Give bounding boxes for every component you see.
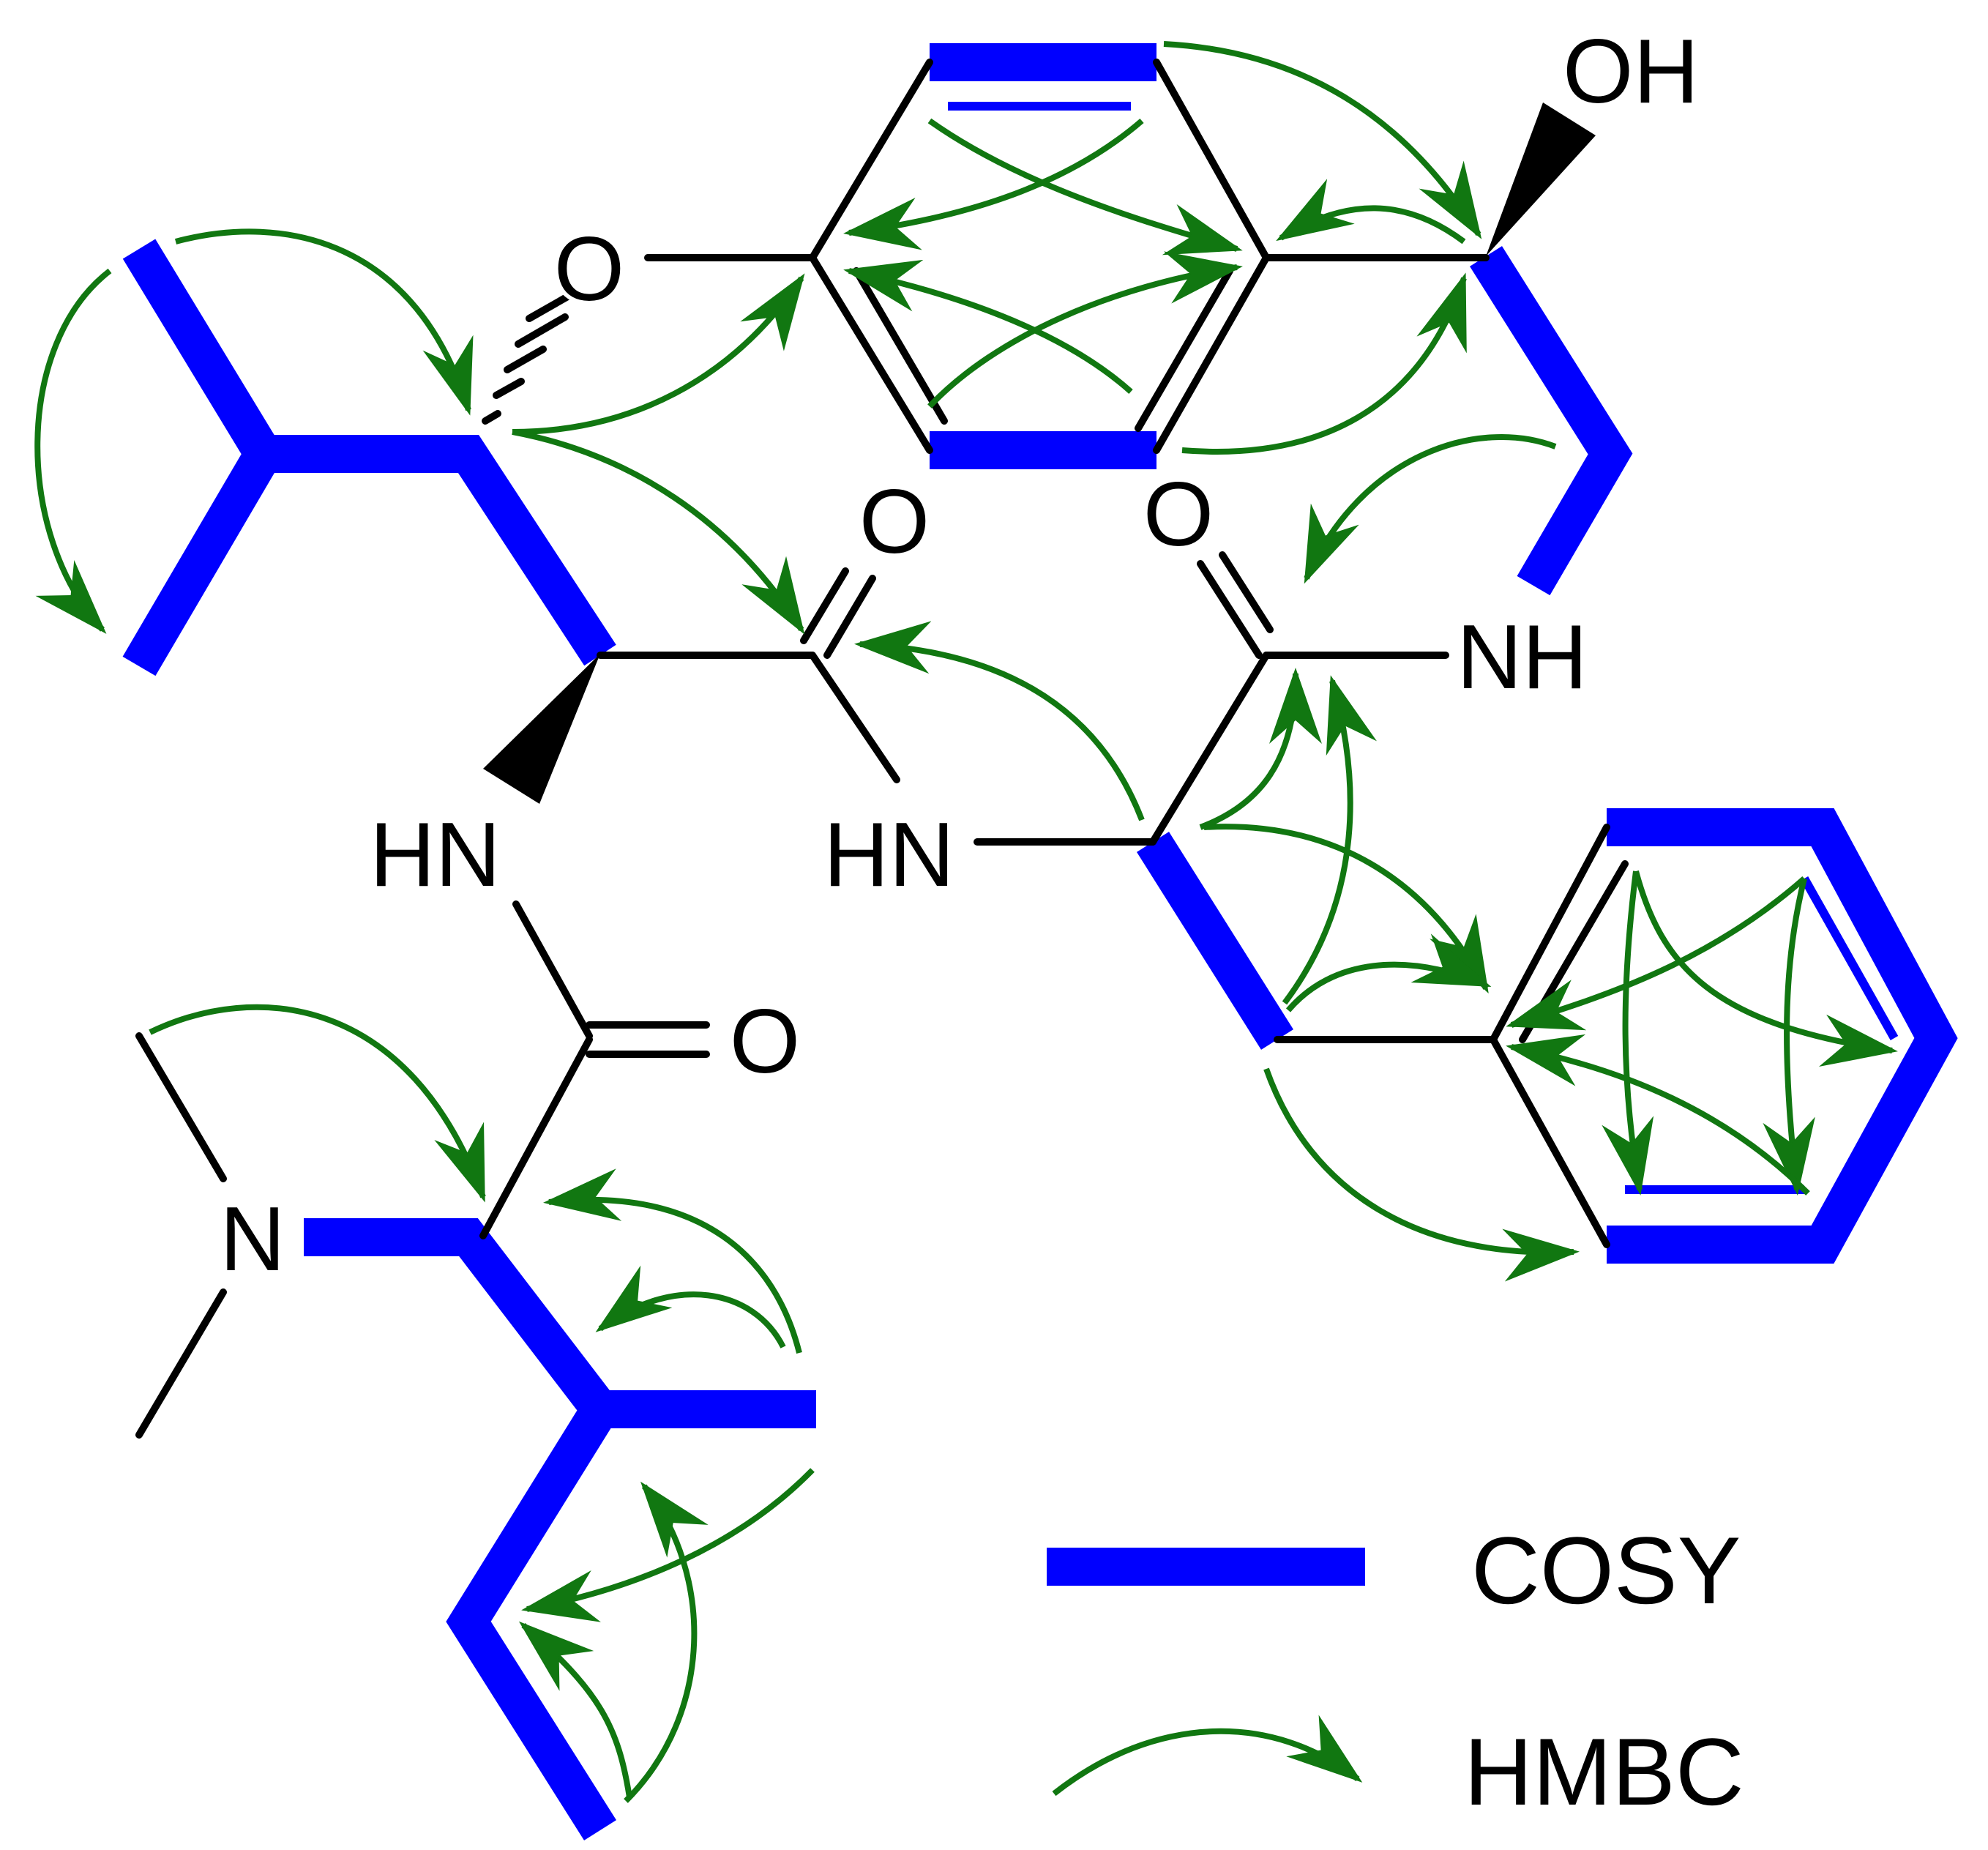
- hmbc-arrow: [34, 268, 112, 634]
- hmbc-arrow: [854, 621, 1145, 821]
- hmbc-arrow: [518, 1621, 632, 1798]
- hmbc-arrow: [1506, 876, 1806, 1031]
- hmbc-arrow: [1506, 1034, 1810, 1196]
- bond-co-o-right-2: [1219, 551, 1274, 633]
- cosy-correlations: [122, 43, 1958, 1840]
- carbonyl-oxygen-right: O: [1143, 464, 1214, 565]
- hmbc-arrow: [1199, 668, 1322, 830]
- bond-co-o-left-1: [800, 567, 849, 644]
- bond-hn-urea: [512, 900, 593, 1040]
- hmbc-arrow: [624, 1481, 709, 1803]
- hmbc-arrow: [512, 273, 805, 435]
- hmbc-correlations: [34, 41, 1898, 1803]
- hmbc-arrow: [595, 1265, 786, 1349]
- hmbc-arrow: [149, 1004, 486, 1203]
- bond-ph-upper: [1490, 824, 1610, 1043]
- hmbc-arrow: [1263, 1067, 1580, 1282]
- cosy-phenyl: [1607, 808, 1958, 1264]
- bond-ring-lr: [1153, 254, 1270, 454]
- bond-urea-ca: [479, 1036, 593, 1239]
- cosy-amine-chain: [304, 1218, 616, 1421]
- bond-ring-ll: [809, 254, 933, 454]
- hmbc-arrow: [1181, 272, 1467, 455]
- hmbc-arrow: [1163, 41, 1482, 239]
- hmbc-legend-arrow: [1052, 1715, 1363, 1797]
- hmbc-arrow: [1763, 878, 1815, 1196]
- bond-n-me-bottom: [135, 1288, 227, 1439]
- hash-bond-ether: [482, 282, 591, 425]
- hmbc-arrow: [843, 118, 1144, 250]
- wedge-alpha-left: [483, 654, 600, 804]
- hmbc-arrow: [927, 118, 1243, 256]
- bond-ph-lower: [1490, 1036, 1610, 1248]
- legend-hmbc-label: HMBC: [1464, 1718, 1744, 1825]
- cosy-sec-butyl-chain: [446, 1399, 617, 1840]
- urea-oxygen: O: [730, 991, 800, 1092]
- bond-co-n-mid: [809, 652, 900, 783]
- amide-hn-mid: HN: [823, 805, 954, 906]
- cosy-hydroxy-chain: [1469, 246, 1633, 596]
- hmbc-arrow: [1304, 434, 1557, 584]
- covalent-bonds: [135, 59, 1629, 1439]
- hmbc-arrow: [512, 429, 805, 635]
- hmbc-arrow: [1276, 179, 1466, 245]
- atom-labels: O OH O O NH HN HN O N: [212, 21, 1699, 1290]
- bond-n-me-top: [135, 1032, 227, 1182]
- hmbc-arrow: [1282, 675, 1377, 1005]
- hmbc-arrow: [927, 251, 1243, 409]
- legend-cosy-label: COSY: [1471, 1517, 1741, 1624]
- bond-ring-ul: [809, 59, 933, 261]
- bond-ring-ur: [1153, 59, 1270, 261]
- cosy-benzyl: [1136, 832, 1294, 1050]
- hmbc-arrow: [1633, 870, 1898, 1067]
- amine-nitrogen: N: [220, 1189, 285, 1290]
- hmbc-arrow: [843, 259, 1133, 394]
- bond-co-o-left-2: [823, 575, 876, 659]
- bond-ca-co-right: [1149, 652, 1270, 846]
- cosy-phenyl-inner-right: [1800, 876, 1899, 1040]
- hmbc-arrow: [543, 1168, 802, 1354]
- wedge-oh: [1486, 102, 1596, 256]
- amide-nh-right: NH: [1457, 607, 1588, 708]
- hmbc-arrow: [1285, 933, 1492, 1012]
- hmbc-arrow: [1602, 870, 1654, 1196]
- cosy-isopropyl-chain: [264, 435, 616, 666]
- hmbc-arrow: [174, 228, 474, 416]
- legend: COSY HMBC: [1464, 1517, 1744, 1825]
- hydroxyl-label: OH: [1563, 21, 1699, 122]
- bond-co-o-right-1: [1197, 560, 1263, 659]
- amide-hn-left: HN: [370, 805, 501, 906]
- cosy-isopropyl-top: [122, 239, 286, 676]
- carbonyl-oxygen-left: O: [859, 471, 930, 572]
- ether-oxygen: O: [554, 219, 624, 320]
